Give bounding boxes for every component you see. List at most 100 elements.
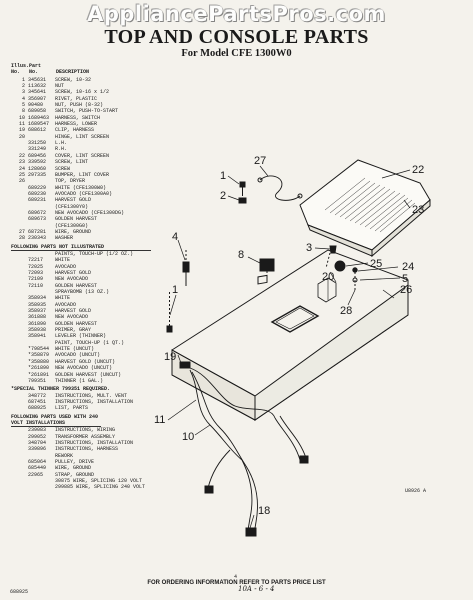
part-description: HARNESS, SWITCH [55,114,101,121]
header-part: Part No. [29,63,42,76]
part-number: 689673 [28,216,47,223]
callout-19: 19 [164,351,176,363]
document-code: 688925 [10,589,29,595]
part-description: SCREW [55,165,71,172]
switch-opening [257,274,268,285]
part-description: WHITE [55,295,71,302]
rivet [182,261,190,273]
callout-8: 8 [238,249,244,261]
part-description: GOLDEN HARVEST (UNCUT) [55,371,122,378]
part-description: TOP, DRYER [55,178,86,185]
part-number: 358938 [28,327,47,334]
part-description: WASHER [55,235,74,242]
callout-11: 11 [154,414,165,426]
part-number: 1689547 [28,121,50,128]
header-desc: DESCRIPTION [56,69,90,76]
part-description: 30875 WIRE, SPLICING 120 VOLT [55,478,143,484]
part-description: L.H. [55,140,68,147]
part-description: 299885 WIRE, SPLICING 240 VOLT [55,484,146,491]
parts-row: PAINT, TOUCH-UP (1 QT.) [11,340,151,346]
part-description: NEW AVOCADO [55,276,89,283]
part-description: PULLEY, DRIVE [55,458,95,465]
page-number: 4 [234,574,238,580]
callout-1-lower: 1 [172,284,178,296]
illus-number: 8 [21,108,25,115]
callout-25: 25 [370,258,382,270]
part-description: HARVEST GOLD [55,197,92,204]
push-switch [259,258,275,272]
part-description: AVOCADO [55,263,77,270]
illus-number: 2 [21,83,25,90]
illus-number: 10 [18,114,25,121]
illus-number: 3 [21,89,25,96]
part-description: INSTRUCTIONS, INSTALLATION [55,398,134,405]
part-description: PAINTS, TOUCH-UP (1/2 OZ.) [55,250,134,257]
part-description: NEW AVOCADO (CFE1300DG) [55,209,125,216]
part-number: 72025 [28,263,44,270]
callout-24: 24 [402,261,414,273]
part-description: SCREW, 10-16 x 1/2 [55,89,110,96]
lint-screen-cover [299,159,431,251]
part-description: WHITE (CFE1300W0) [55,184,107,191]
header-illus: Illus. No. [11,63,30,76]
handwritten-note: 10A - 6 - 4 [238,585,275,593]
part-description: INSTRUCTIONS, HARNESS [55,446,119,453]
part-number: 331249 [28,146,47,153]
dryer-top-right-edge [254,284,409,421]
part-description: AVOCADO (UNCUT) [55,352,101,359]
parts-row: 30875 WIRE, SPLICING 120 VOLT [11,478,151,484]
callout-18: 18 [258,505,270,517]
part-number: *261891 [28,371,50,378]
part-description: NUT, PUSH (8-32) [55,102,104,109]
illus-number: 22 [18,152,25,159]
part-number: 299052 [28,433,47,440]
part-description: INSTRUCTIONS, INSTALLATION [55,439,134,446]
part-description: GOLDEN HARVEST [55,320,98,327]
part-number: 348704 [28,439,47,446]
illus-number: 1 [21,76,25,83]
callout-27: 27 [254,155,266,167]
part-number: 799351 [28,377,47,384]
part-description: WHITE (UNCUT) [55,346,95,353]
exploded-diagram: 27 1 2 22 23 4 8 3 25 20 24 28 5 26 1 19… [150,100,473,570]
part-description: SWITCH, PUSH-TO-START [55,108,119,115]
part-description: THINNER (1 GAL.) [55,377,104,384]
illus-number [11,378,28,384]
part-description: TRANSFORMER ASSEMBLY [55,433,116,440]
part-description: INSTRUCTIONS, WIRING [55,427,116,434]
part-number: 297335 [28,171,47,178]
part-number: 361890 [28,320,47,327]
part-number: 128060 [28,165,47,172]
part-number: 72093 [28,270,44,276]
part-number: 358934 [28,295,47,302]
callout-2: 2 [220,190,226,202]
part-number: 685064 [28,458,47,465]
callout-3: 3 [306,242,312,254]
part-description: WHITE [55,257,71,264]
parts-row: 299052 TRANSFORMER ASSEMBLY [11,434,151,440]
part-number: 688612 [28,127,47,134]
